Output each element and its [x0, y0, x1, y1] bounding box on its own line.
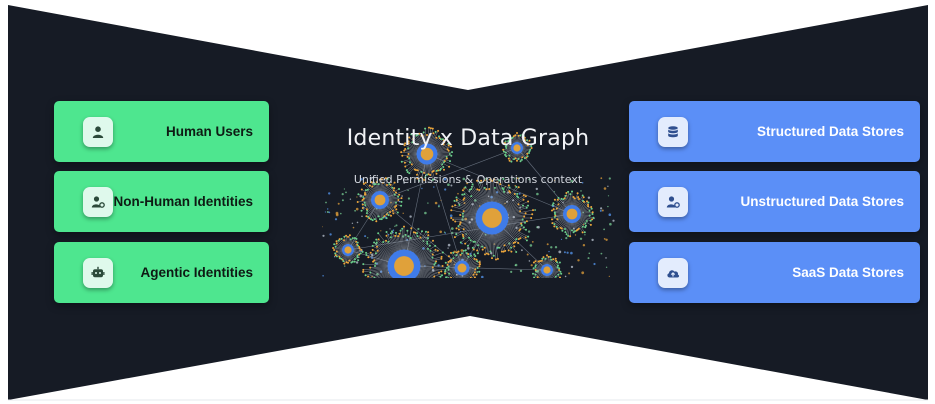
- identity-label: Agentic Identities: [140, 265, 253, 280]
- identity-label: Non-Human Identities: [113, 194, 253, 209]
- identity-card-non-human[interactable]: Non-Human Identities: [54, 171, 269, 232]
- network-graph-image: [322, 126, 615, 278]
- user-gear-icon: [658, 187, 688, 217]
- cloud-upload-icon: [658, 258, 688, 288]
- store-card-saas[interactable]: SaaS Data Stores: [629, 242, 920, 303]
- graph-subtitle: Unified Permissions & Operations context: [353, 173, 583, 186]
- database-icon: [658, 117, 688, 147]
- identity-label: Human Users: [165, 124, 253, 139]
- user-gear-icon: [83, 187, 113, 217]
- store-label: Unstructured Data Stores: [740, 194, 904, 209]
- identity-card-agentic[interactable]: Agentic Identities: [54, 242, 269, 303]
- store-card-structured[interactable]: Structured Data Stores: [629, 101, 920, 162]
- robot-icon: [83, 258, 113, 288]
- graph-title: Identity x Data Graph: [346, 126, 590, 151]
- identity-card-human-users[interactable]: Human Users: [54, 101, 269, 162]
- store-label: SaaS Data Stores: [792, 265, 904, 280]
- person-icon: [83, 117, 113, 147]
- store-label: Structured Data Stores: [756, 124, 904, 139]
- store-card-unstructured[interactable]: Unstructured Data Stores: [629, 171, 920, 232]
